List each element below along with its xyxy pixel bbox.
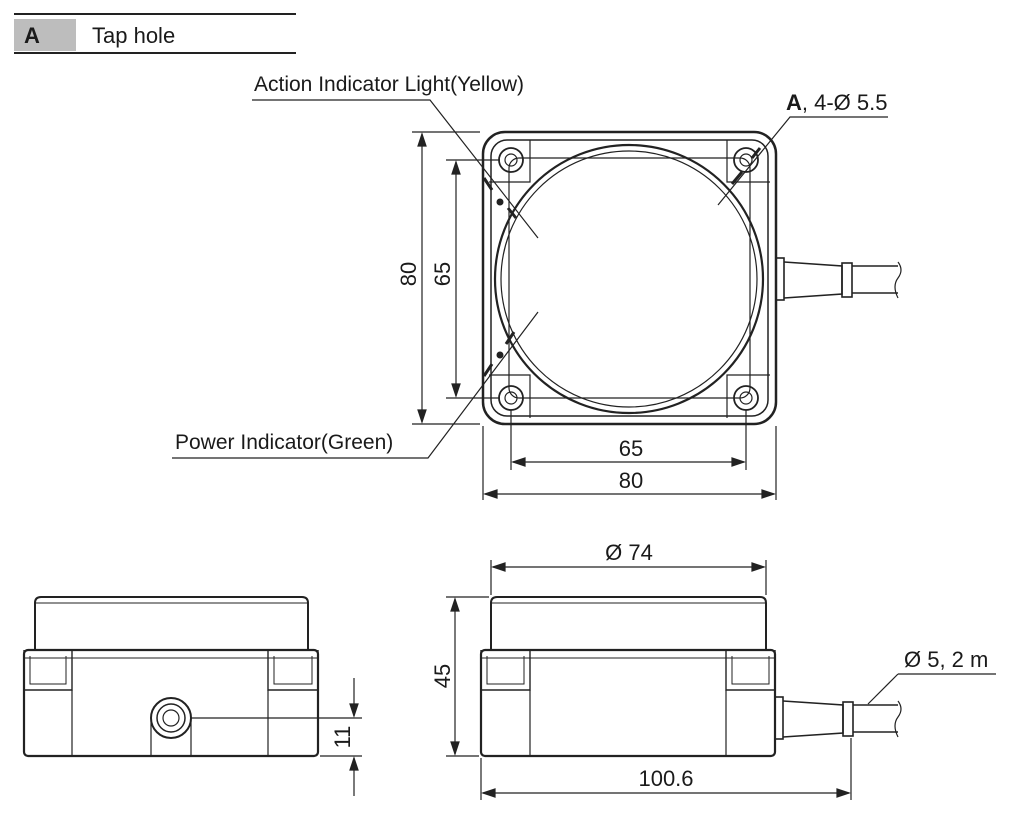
front-view <box>22 596 320 758</box>
legend-key: A <box>24 23 40 48</box>
action-indicator-icon <box>496 198 504 206</box>
tap-hole-label: A, 4-Ø 5.5 <box>786 90 887 115</box>
corner-hole-tr <box>726 140 770 183</box>
dim-hole-height: 11 <box>330 726 355 749</box>
power-indicator-icon <box>496 351 504 359</box>
dim-side-height: 45 <box>430 664 455 688</box>
side-view <box>479 596 902 758</box>
cable-gland-side <box>774 696 902 740</box>
dim-height-outer: 80 <box>396 262 421 286</box>
top-view-dimensions <box>412 131 777 500</box>
top-view <box>481 130 902 426</box>
tap-hole-letter: A <box>786 90 802 115</box>
dim-width-outer: 80 <box>619 468 643 493</box>
dim-width-inner: 65 <box>619 436 643 461</box>
top-view-leaders <box>172 99 888 459</box>
legend: A Tap hole <box>14 13 296 54</box>
cable-gland-top <box>775 257 902 301</box>
power-indicator-label: Power Indicator(Green) <box>175 431 393 454</box>
front-view-dimensions <box>190 678 362 796</box>
action-indicator-label: Action Indicator Light(Yellow) <box>254 73 524 96</box>
dim-height-inner: 65 <box>430 262 455 286</box>
dim-face-diameter: Ø 74 <box>605 540 653 565</box>
legend-key-cell <box>14 19 76 51</box>
tap-hole-spec: , 4-Ø 5.5 <box>802 90 888 115</box>
dim-side-width: 100.6 <box>638 766 693 791</box>
legend-text: Tap hole <box>92 23 175 48</box>
side-view-dimensions <box>446 560 996 800</box>
dim-cable: Ø 5, 2 m <box>904 647 988 672</box>
